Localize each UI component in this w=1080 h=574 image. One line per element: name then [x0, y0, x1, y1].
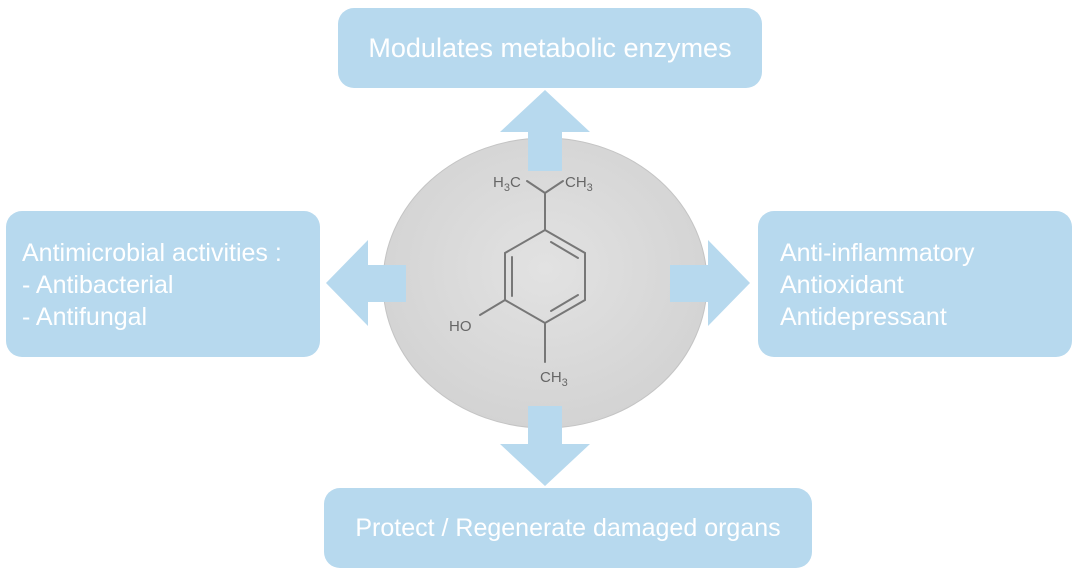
- box-top-text: Modulates metabolic enzymes: [368, 32, 732, 63]
- arrow-right: [670, 240, 750, 326]
- box-bottom-text: Protect / Regenerate damaged organs: [355, 513, 781, 542]
- ho-label: HO: [449, 318, 472, 335]
- box-right-line-1: Anti-inflammatory: [780, 239, 975, 267]
- box-anti-effects: Anti-inflammatory Antioxidant Antidepres…: [758, 211, 1072, 357]
- box-left-line-2: - Antibacterial: [22, 271, 174, 299]
- ch3-bottom-label: CH3: [540, 369, 568, 389]
- h3c-label: H3C: [493, 174, 521, 194]
- arrow-left: [326, 240, 406, 326]
- box-left-line-1: Antimicrobial activities :: [22, 239, 282, 267]
- box-modulates-enzymes: Modulates metabolic enzymes: [338, 8, 762, 88]
- arrow-up: [500, 90, 590, 171]
- thymol-molecule: [479, 180, 586, 363]
- arrow-down: [500, 406, 590, 486]
- box-right-line-2: Antioxidant: [780, 271, 904, 299]
- box-right-line-3: Antidepressant: [780, 303, 947, 331]
- box-antimicrobial: Antimicrobial activities : - Antibacteri…: [6, 211, 320, 357]
- box-protect-regenerate: Protect / Regenerate damaged organs: [324, 488, 812, 568]
- ch3-top-label: CH3: [565, 174, 593, 194]
- box-left-line-3: - Antifungal: [22, 303, 148, 331]
